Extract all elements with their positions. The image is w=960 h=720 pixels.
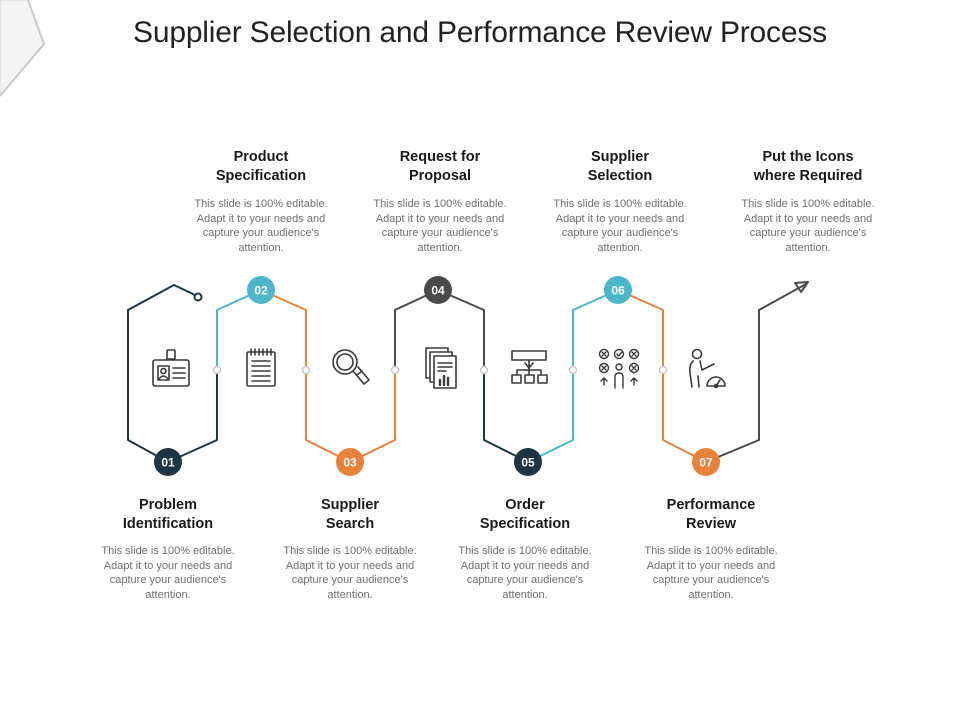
step-title-02: Product Specification <box>215 149 307 184</box>
connector-07 <box>705 283 807 463</box>
step-badge-05: 05 <box>514 448 542 476</box>
page-title: Supplier Selection and Performance Revie… <box>133 16 827 49</box>
svg-text:05: 05 <box>521 456 535 470</box>
connector-02 <box>216 289 262 371</box>
svg-text:03: 03 <box>343 456 357 470</box>
step-title-05: Order Specification <box>479 497 571 532</box>
step-desc-07: This slide is 100% editable. Adapt it to… <box>644 545 778 601</box>
step-badge-04: 04 <box>424 276 452 304</box>
flowchart-icon <box>511 350 548 384</box>
id-card-icon <box>152 349 190 387</box>
step-badge-03: 03 <box>336 448 364 476</box>
svg-text:04: 04 <box>431 284 445 298</box>
magnifier-icon <box>332 349 370 385</box>
step-title-04: Request for Proposal <box>399 149 481 184</box>
step-title-08: Put the Icons where Required <box>753 149 863 184</box>
connector-06 <box>572 289 619 371</box>
selection-grid-icon <box>598 348 640 389</box>
arrow-head-icon <box>794 281 809 293</box>
step-desc-03: This slide is 100% editable. Adapt it to… <box>283 545 417 601</box>
connector-02b <box>260 289 307 371</box>
connector-06b <box>617 289 707 463</box>
connector-05b <box>527 369 574 463</box>
junction-dot <box>658 365 668 375</box>
documents-chart-icon <box>425 347 457 389</box>
step-title-07: Performance Review <box>666 497 756 532</box>
start-dot <box>193 292 203 302</box>
step-desc-01: This slide is 100% editable. Adapt it to… <box>101 545 235 601</box>
person-gauge-icon <box>689 348 726 389</box>
connector-05 <box>483 369 529 463</box>
step-desc-04: This slide is 100% editable. Adapt it to… <box>373 198 507 254</box>
svg-text:06: 06 <box>611 284 625 298</box>
step-desc-02: This slide is 100% editable. Adapt it to… <box>194 198 328 254</box>
junction-dot <box>390 365 400 375</box>
junction-dot <box>568 365 578 375</box>
step-desc-05: This slide is 100% editable. Adapt it to… <box>458 545 592 601</box>
step-title-01: Problem Identification <box>122 497 214 532</box>
step-title-03: Supplier Search <box>320 497 379 532</box>
notepad-icon <box>246 348 276 387</box>
svg-text:01: 01 <box>161 456 175 470</box>
step-badge-02: 02 <box>247 276 275 304</box>
junction-dot <box>301 365 311 375</box>
svg-text:07: 07 <box>699 456 713 470</box>
step-badge-01: 01 <box>154 448 182 476</box>
step-desc-08: This slide is 100% editable. Adapt it to… <box>741 198 875 254</box>
junction-dot <box>212 365 222 375</box>
step-badge-07: 07 <box>692 448 720 476</box>
corner-decoration <box>0 0 46 97</box>
step-desc-06: This slide is 100% editable. Adapt it to… <box>553 198 687 254</box>
connector-start <box>127 284 198 311</box>
junction-dot <box>479 365 489 375</box>
step-title-06: Supplier Selection <box>587 149 653 184</box>
svg-text:02: 02 <box>254 284 268 298</box>
step-badge-06: 06 <box>604 276 632 304</box>
